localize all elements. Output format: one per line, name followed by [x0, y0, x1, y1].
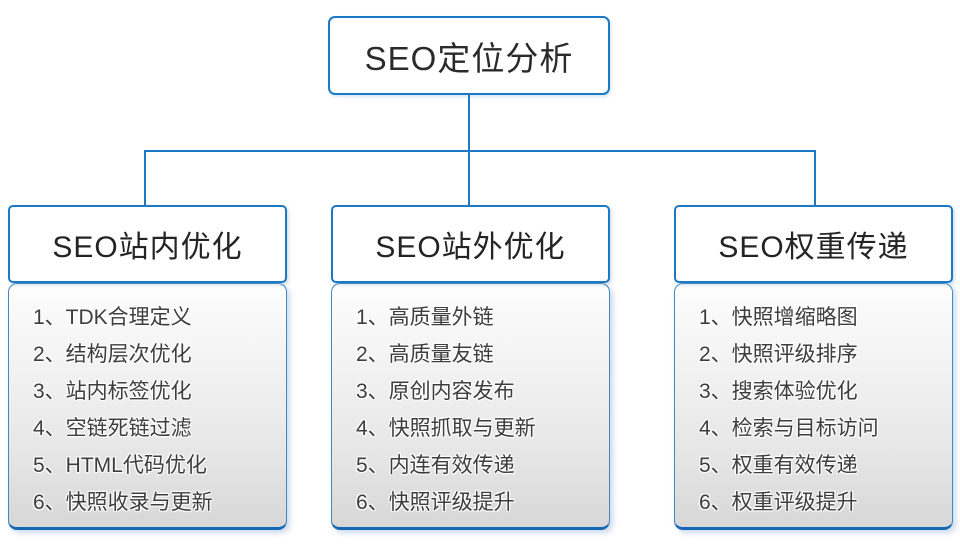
- list-item: 6、快照评级提升: [356, 491, 515, 514]
- branch-offsite: SEO站外优化 1、高质量外链 2、高质量友链 3、原创内容发布 4、快照抓取与…: [331, 205, 610, 530]
- list-item: 5、HTML代码优化: [33, 454, 207, 477]
- list-item: 1、快照增缩略图: [699, 306, 858, 329]
- list-item: 5、内连有效传递: [356, 454, 515, 477]
- branch-onsite: SEO站内优化 1、TDK合理定义 2、结构层次优化 3、站内标签优化 4、空链…: [8, 205, 287, 530]
- list-item: 5、权重有效传递: [699, 454, 858, 477]
- branch-offsite-title: SEO站外优化: [331, 205, 610, 283]
- connector-drop-middle: [468, 150, 470, 207]
- list-item: 4、快照抓取与更新: [356, 417, 536, 440]
- root-node-title: SEO定位分析: [328, 16, 610, 95]
- branch-onsite-list: 1、TDK合理定义 2、结构层次优化 3、站内标签优化 4、空链死链过滤 5、H…: [8, 283, 287, 530]
- list-item: 4、检索与目标访问: [699, 417, 879, 440]
- branch-weight: SEO权重传递 1、快照增缩略图 2、快照评级排序 3、搜索体验优化 4、检索与…: [674, 205, 953, 530]
- list-item: 6、快照收录与更新: [33, 491, 213, 514]
- list-item: 2、高质量友链: [356, 343, 494, 366]
- list-item: 3、搜索体验优化: [699, 380, 858, 403]
- connector-drop-right: [814, 150, 816, 207]
- connector-drop-left: [144, 150, 146, 207]
- list-item: 1、高质量外链: [356, 306, 494, 329]
- branch-offsite-list: 1、高质量外链 2、高质量友链 3、原创内容发布 4、快照抓取与更新 5、内连有…: [331, 283, 610, 530]
- connector-horizontal: [144, 150, 816, 152]
- list-item: 3、站内标签优化: [33, 380, 192, 403]
- list-item: 4、空链死链过滤: [33, 417, 192, 440]
- branch-weight-list: 1、快照增缩略图 2、快照评级排序 3、搜索体验优化 4、检索与目标访问 5、权…: [674, 283, 953, 530]
- list-item: 3、原创内容发布: [356, 380, 515, 403]
- list-item: 2、结构层次优化: [33, 343, 192, 366]
- list-item: 6、权重评级提升: [699, 491, 858, 514]
- branch-weight-title: SEO权重传递: [674, 205, 953, 283]
- list-item: 1、TDK合理定义: [33, 306, 192, 329]
- branch-onsite-title: SEO站内优化: [8, 205, 287, 283]
- connector-root-stem: [468, 95, 470, 152]
- list-item: 2、快照评级排序: [699, 343, 858, 366]
